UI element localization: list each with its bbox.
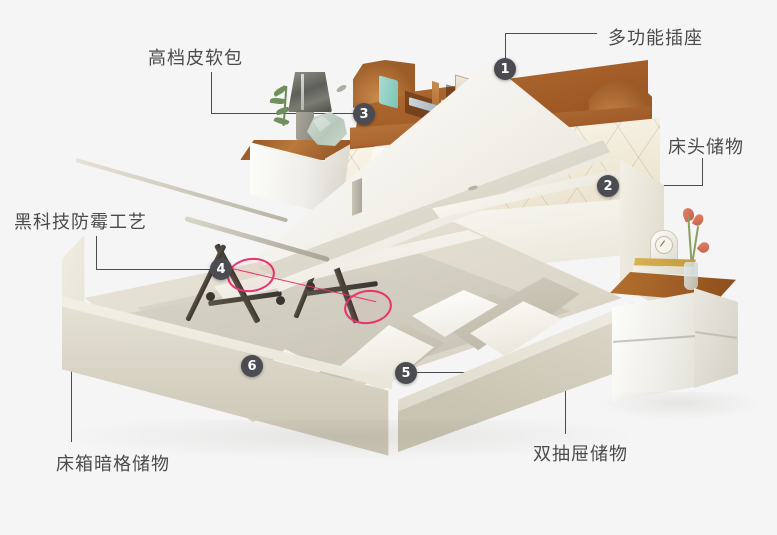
lifted-base-bracket [352,177,362,217]
callout-3-label: 高档皮软包 [148,48,243,69]
callout-2-label: 床头储物 [668,137,744,158]
nightstand-right-side [694,288,738,388]
table-lamp-shade [288,72,332,112]
callout-marker-3[interactable]: 3 [353,103,375,125]
hydraulic-lift-pivot [206,292,215,301]
callout-6-leader-vertical [71,366,72,442]
callout-5-leader-vertical [565,372,566,434]
callout-marker-6[interactable]: 6 [241,355,263,377]
callout-2-leader-vertical [702,158,703,186]
teal-cup [379,75,398,109]
mantel-clock-face [655,236,673,254]
callout-1-label: 多功能插座 [608,28,703,49]
flower-bloom [696,240,712,255]
callout-6-label: 床箱暗格储物 [56,454,170,475]
lifted-base-finger-hole [335,83,348,94]
callout-5-label: 双抽屉储物 [533,440,628,466]
green-plant-leaf [275,106,290,116]
floor-shadow [70,420,630,460]
callout-4-label: 黑科技防霉工艺 [14,212,147,233]
table-lamp-highlight [301,74,304,110]
nightstand-right-front [612,292,696,402]
callout-4-leader-vertical [96,236,97,270]
hydraulic-lift-pivot [276,296,285,305]
callout-marker-1[interactable]: 1 [494,58,516,80]
callout-4-leader-horizontal [96,269,212,270]
green-plant-leaf [273,115,290,127]
books-stack [634,258,696,267]
callout-marker-5[interactable]: 5 [395,362,417,384]
flower-vase [684,262,698,290]
callout-1-leader-horizontal [505,33,597,34]
books-stack [632,266,696,275]
callout-marker-2[interactable]: 2 [597,175,619,197]
callout-marker-4[interactable]: 4 [210,258,232,280]
callout-1-leader-vertical [505,33,506,61]
floor-shadow [600,392,760,420]
callout-3-leader-vertical [211,72,212,114]
